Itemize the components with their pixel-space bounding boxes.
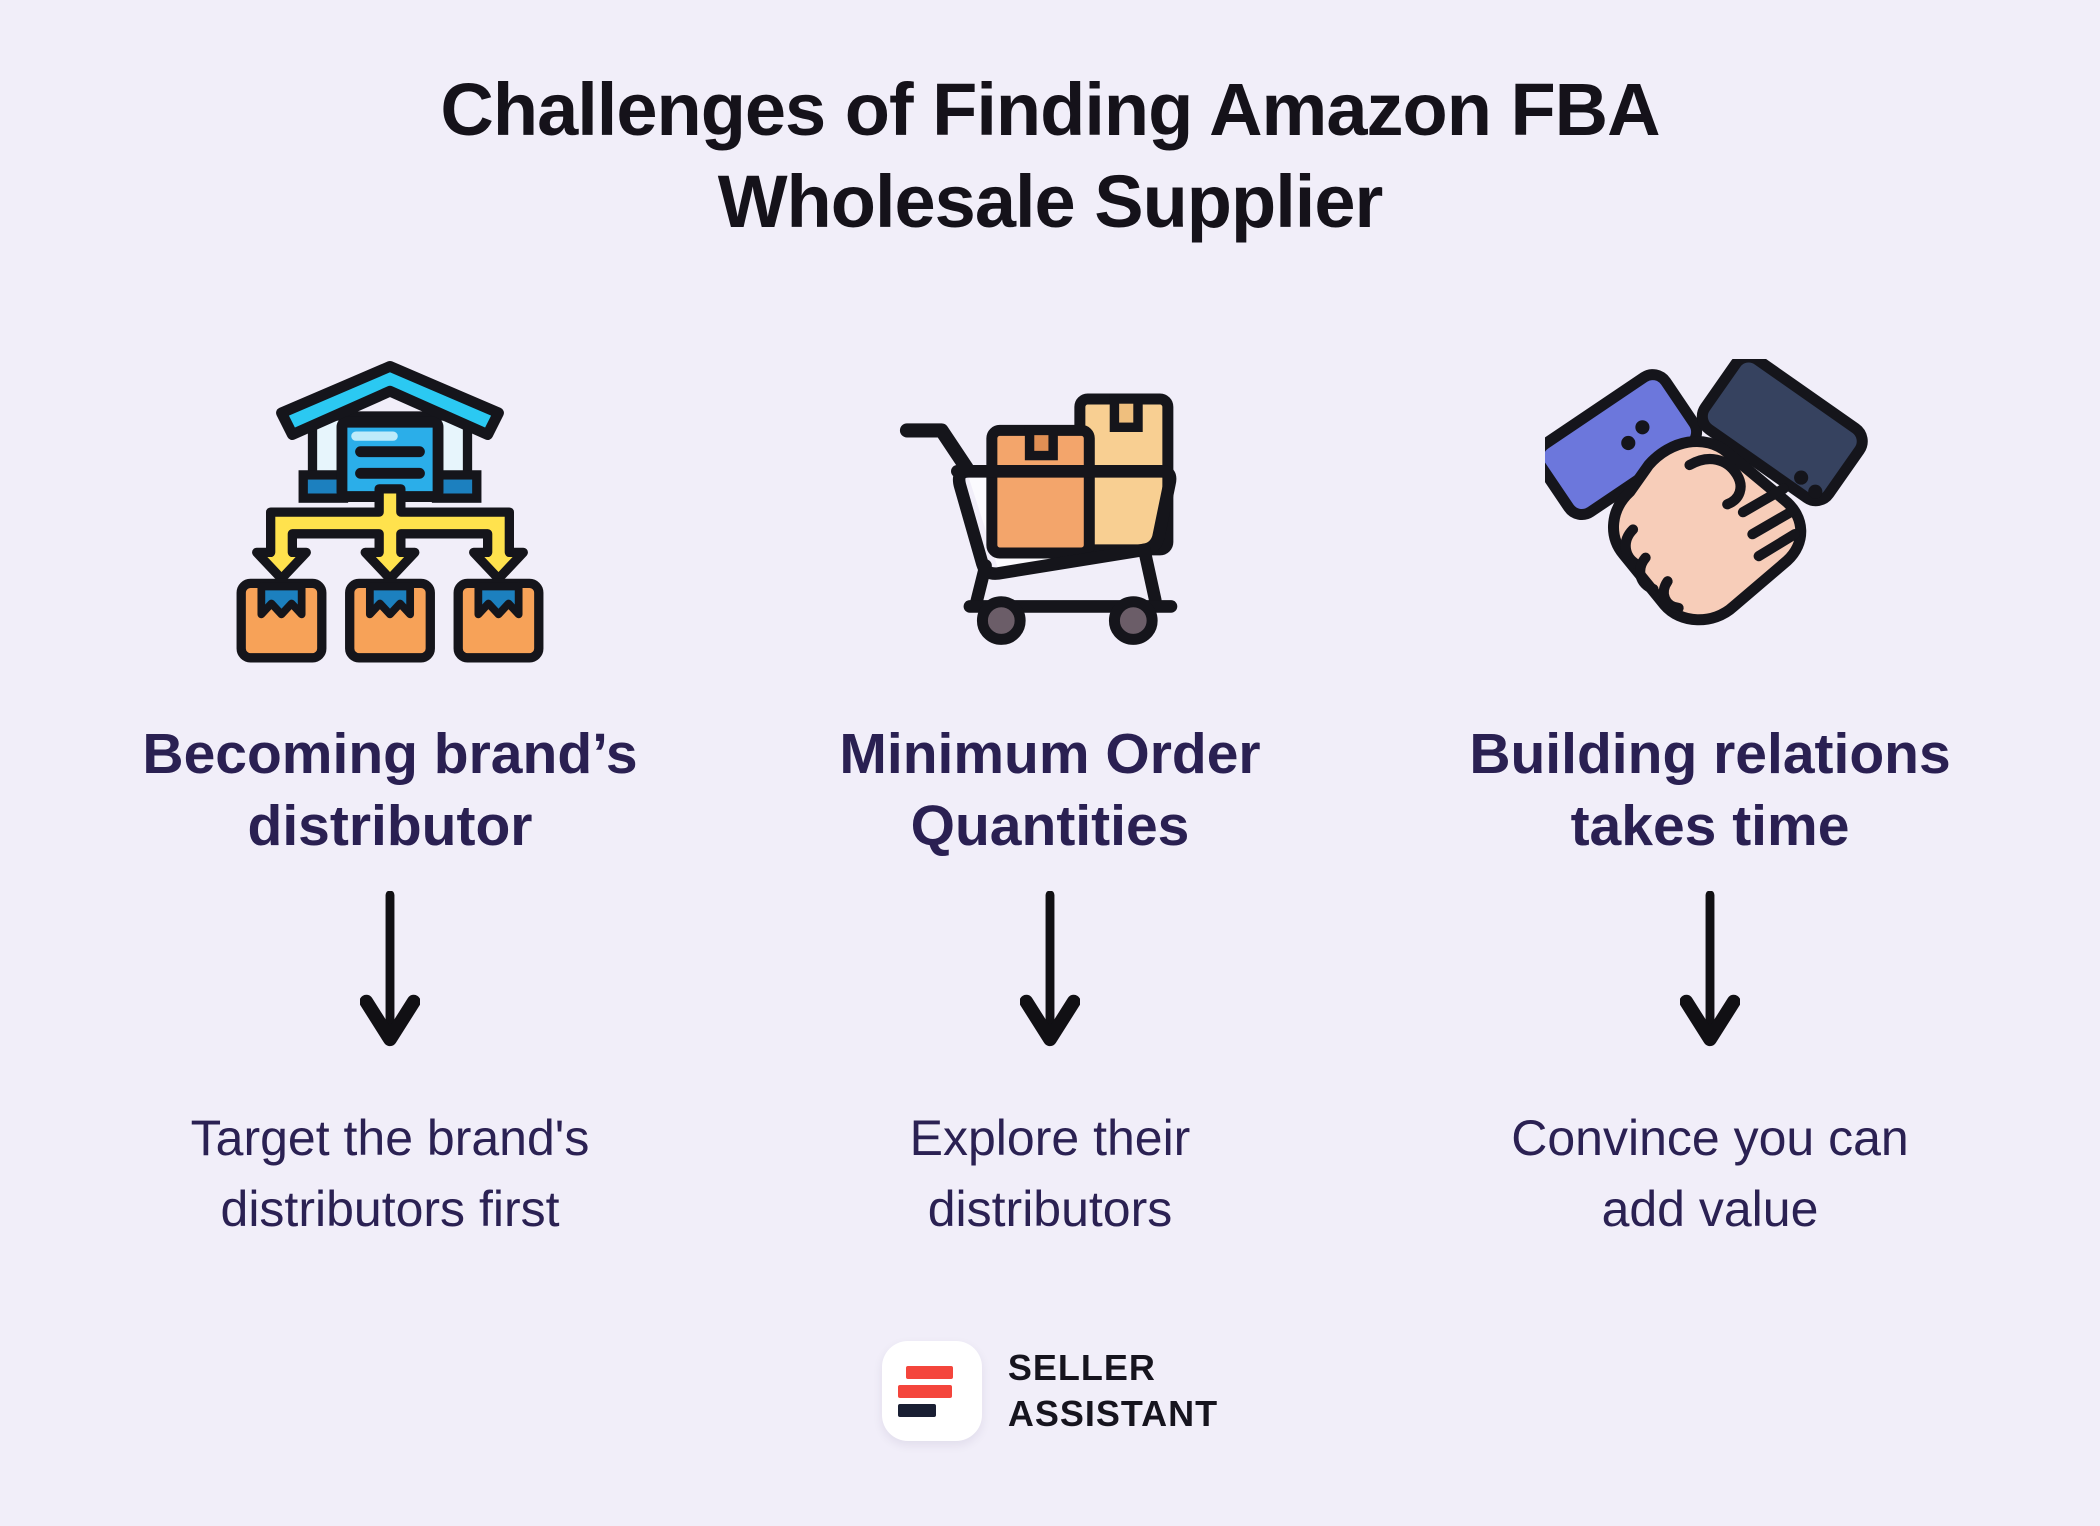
challenge-solution: Convince you can add value [1511,1110,1909,1238]
seller-assistant-logo [881,1341,982,1442]
challenge-heading: Minimum Order Quantities [839,721,1261,859]
column-becoming-distributor: Becoming brand’s distributor Target the … [80,344,700,1246]
down-arrow-icon [1680,891,1740,1047]
challenge-solution: Explore their distributors [909,1110,1191,1238]
challenge-heading: Becoming brand’s distributor [142,721,638,859]
column-minimum-order: Minimum Order Quantities Explore their d… [740,344,1360,1246]
page-title: Challenges of Finding Amazon FBA Wholesa… [440,68,1660,243]
brand-name-line2: ASSISTANT [1007,1393,1219,1435]
handshake-icon [1545,358,1868,625]
icon-container [1545,344,1875,674]
challenge-solution: Target the brand's distributors first [190,1110,590,1238]
logo-bar-red-middle [897,1385,952,1399]
challenge-columns: Becoming brand’s distributor Target the … [0,344,2100,1246]
brand-name: SELLER ASSISTANT [1008,1345,1218,1437]
icon-container [885,344,1215,674]
logo-bar-red-top [905,1366,953,1380]
footer-brand: SELLER ASSISTANT [0,1341,2100,1442]
column-building-relations: Building relations takes time Convince y… [1400,344,2020,1246]
cart-with-boxes-icon [899,393,1178,645]
challenge-heading: Building relations takes time [1469,721,1951,859]
logo-bar-navy-bottom [897,1404,936,1418]
icon-container [235,344,545,674]
down-arrow-icon [360,891,420,1047]
down-arrow-icon [1020,891,1080,1047]
warehouse-distribution-icon [236,360,544,662]
brand-name-line1: SELLER [1007,1347,1156,1389]
